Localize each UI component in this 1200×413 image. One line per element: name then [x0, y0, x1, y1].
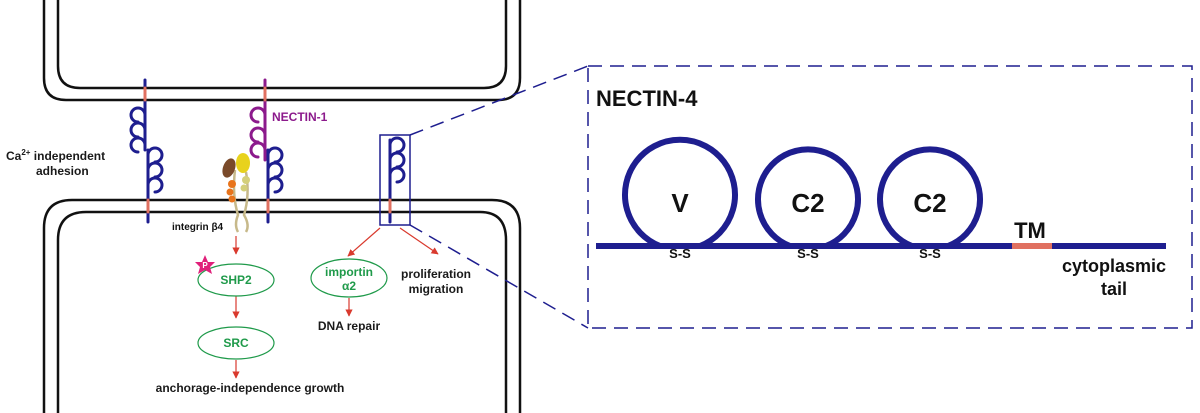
v-domain-loop — [622, 136, 738, 249]
importin-node — [310, 258, 388, 298]
zoom-source-box — [379, 134, 411, 226]
upper-cell-membrane — [42, 0, 522, 102]
disulfide-label-2: S-S — [797, 246, 819, 261]
dna-repair-label: DNA repair — [318, 319, 381, 333]
nectin4-single — [388, 136, 406, 224]
zoom-panel-frame — [587, 65, 1193, 329]
c2-domain-loop-1 — [755, 146, 861, 249]
domain-v-label: V — [671, 188, 689, 218]
nectin4-lower-middle — [266, 146, 284, 224]
disulfide-label-3: S-S — [919, 246, 941, 261]
nectin1-label: NECTIN-1 — [272, 110, 328, 124]
tm-label: TM — [1014, 218, 1046, 243]
integrin-label: integrin β4 — [172, 222, 224, 233]
adhesion-label: Ca2+ independent adhesion — [6, 148, 105, 178]
nectin4-upper-left — [129, 78, 147, 154]
adhesion-label-line2: adhesion — [36, 164, 89, 178]
phospho-label: P — [202, 261, 208, 270]
integrin-beta4 — [222, 153, 250, 233]
importin-label-line1: importin — [325, 265, 373, 279]
disulfide-label-1: S-S — [669, 246, 691, 261]
shp2-node — [197, 263, 275, 297]
nectin4-lower-left — [146, 146, 164, 224]
shp2-label: SHP2 — [220, 273, 252, 287]
migration-label: migration — [409, 282, 464, 296]
zoom-leader-bottom — [409, 224, 589, 329]
src-node — [197, 326, 275, 360]
pathway-arrows — [232, 227, 439, 379]
svg-text:Ca2+ independent: Ca2+ independent — [6, 148, 105, 163]
nectin4-domain-structure — [596, 136, 1166, 249]
cytoplasmic-tail-label-line1: cytoplasmic — [1062, 256, 1166, 276]
growth-label: anchorage-independence growth — [156, 381, 345, 395]
domain-c2-label-2: C2 — [913, 188, 946, 218]
phospho-star: P — [195, 255, 215, 274]
zoom-panel-title: NECTIN-4 — [596, 86, 698, 111]
zoom-leader-top — [409, 65, 589, 136]
c2-domain-loop-2 — [877, 146, 983, 249]
cytoplasmic-tail-label-line2: tail — [1101, 279, 1127, 299]
domain-c2-label-1: C2 — [791, 188, 824, 218]
importin-label-line2: α2 — [342, 279, 356, 293]
nectin1-upper — [249, 78, 267, 162]
src-label: SRC — [223, 336, 249, 350]
lower-cell-membrane — [42, 198, 522, 413]
proliferation-label: proliferation — [401, 267, 471, 281]
